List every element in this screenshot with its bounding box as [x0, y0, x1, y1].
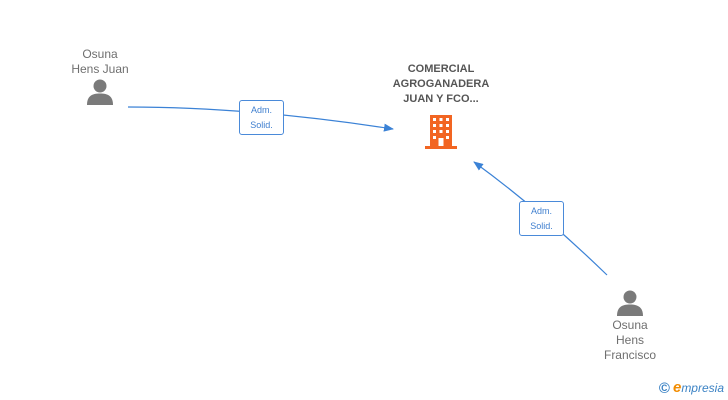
empresia-logo: e mpresia — [673, 380, 724, 396]
brand-text: mpresia — [681, 381, 724, 395]
empresia-watermark[interactable]: © e mpresia — [659, 380, 724, 396]
person-icon — [617, 290, 643, 316]
brand-initial: e — [672, 379, 682, 396]
company-name: COMERCIAL AGROGANADERA JUAN Y FCO... — [392, 63, 490, 105]
person-node-juan[interactable]: Osuna Hens Juan — [52, 47, 148, 107]
person-icon — [87, 79, 113, 105]
person-name: Osuna Hens Juan — [71, 47, 129, 76]
copyright-icon: © — [658, 379, 670, 397]
relation-label-juan[interactable]: Adm. Solid. — [239, 100, 284, 135]
person-node-francisco[interactable]: Osuna Hens Francisco — [582, 288, 678, 363]
person-name: Osuna Hens Francisco — [603, 318, 656, 362]
building-icon — [425, 115, 457, 149]
company-node[interactable]: COMERCIAL AGROGANADERA JUAN Y FCO... — [381, 62, 501, 150]
relation-label-francisco[interactable]: Adm. Solid. — [519, 201, 564, 236]
